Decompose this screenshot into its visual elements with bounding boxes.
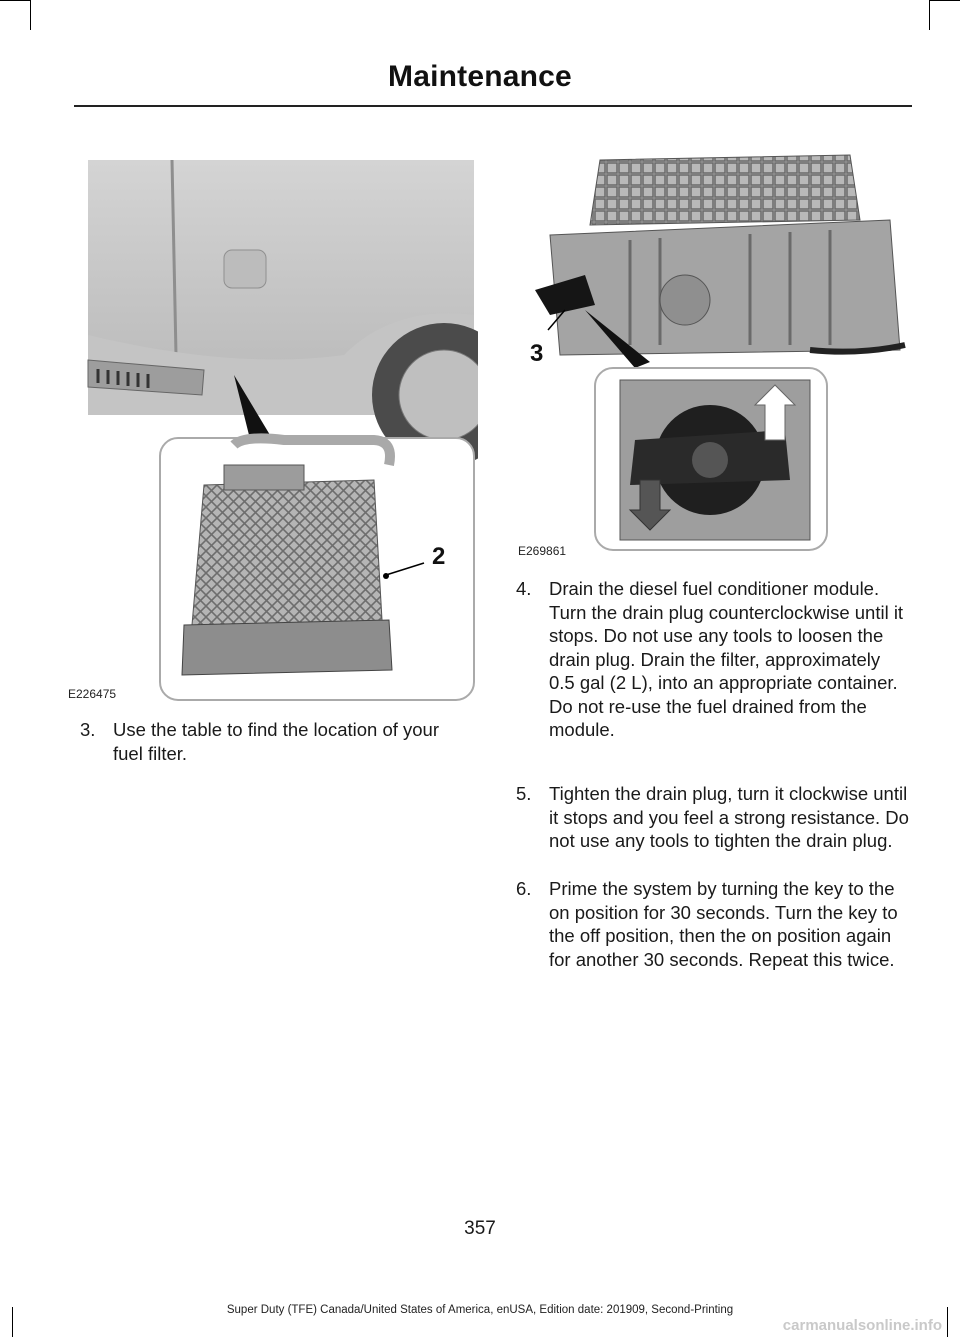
step-text: Use the table to find the location of yo…: [113, 719, 440, 764]
step-item: 5. Tighten the drain plug, turn it clock…: [516, 782, 910, 853]
crop-mark: [947, 1307, 948, 1337]
page-number: 357: [464, 1218, 496, 1239]
step-number: 3.: [80, 719, 96, 740]
step-number: 4.: [516, 578, 532, 599]
step-number: 6.: [516, 878, 532, 899]
step-text: Tighten the drain plug, turn it clockwis…: [549, 783, 909, 851]
crop-mark: [929, 0, 930, 30]
step-item: 6. Prime the system by turning the key t…: [516, 877, 910, 971]
watermark: carmanualsonline.info: [782, 1317, 942, 1334]
step-item: 3. Use the table to find the location of…: [80, 718, 465, 765]
callout-2: 2: [432, 543, 446, 570]
crop-mark: [30, 0, 31, 30]
figure-drain-plug: 3 E269861: [510, 150, 912, 560]
figure-code: E269861: [518, 544, 567, 558]
step-number: 5.: [516, 783, 532, 804]
truck-module-illustration: [87, 159, 478, 701]
step-text: Drain the diesel fuel conditioner module…: [549, 578, 904, 740]
crop-mark: [0, 0, 30, 1]
figure-truck-fuel-module: 2 E226475: [68, 155, 478, 705]
figure-code: E226475: [68, 687, 117, 701]
step-text: Prime the system by turning the key to t…: [549, 878, 898, 970]
page-title: Maintenance: [388, 60, 572, 93]
drain-plug-illustration: [535, 154, 906, 551]
crop-mark: [12, 1307, 13, 1337]
callout-3: 3: [530, 340, 544, 367]
edition-footer: Super Duty (TFE) Canada/United States of…: [226, 1304, 734, 1316]
step-item: 4. Drain the diesel fuel conditioner mod…: [516, 577, 910, 742]
crop-mark: [930, 0, 960, 1]
header-rule: [74, 105, 912, 107]
